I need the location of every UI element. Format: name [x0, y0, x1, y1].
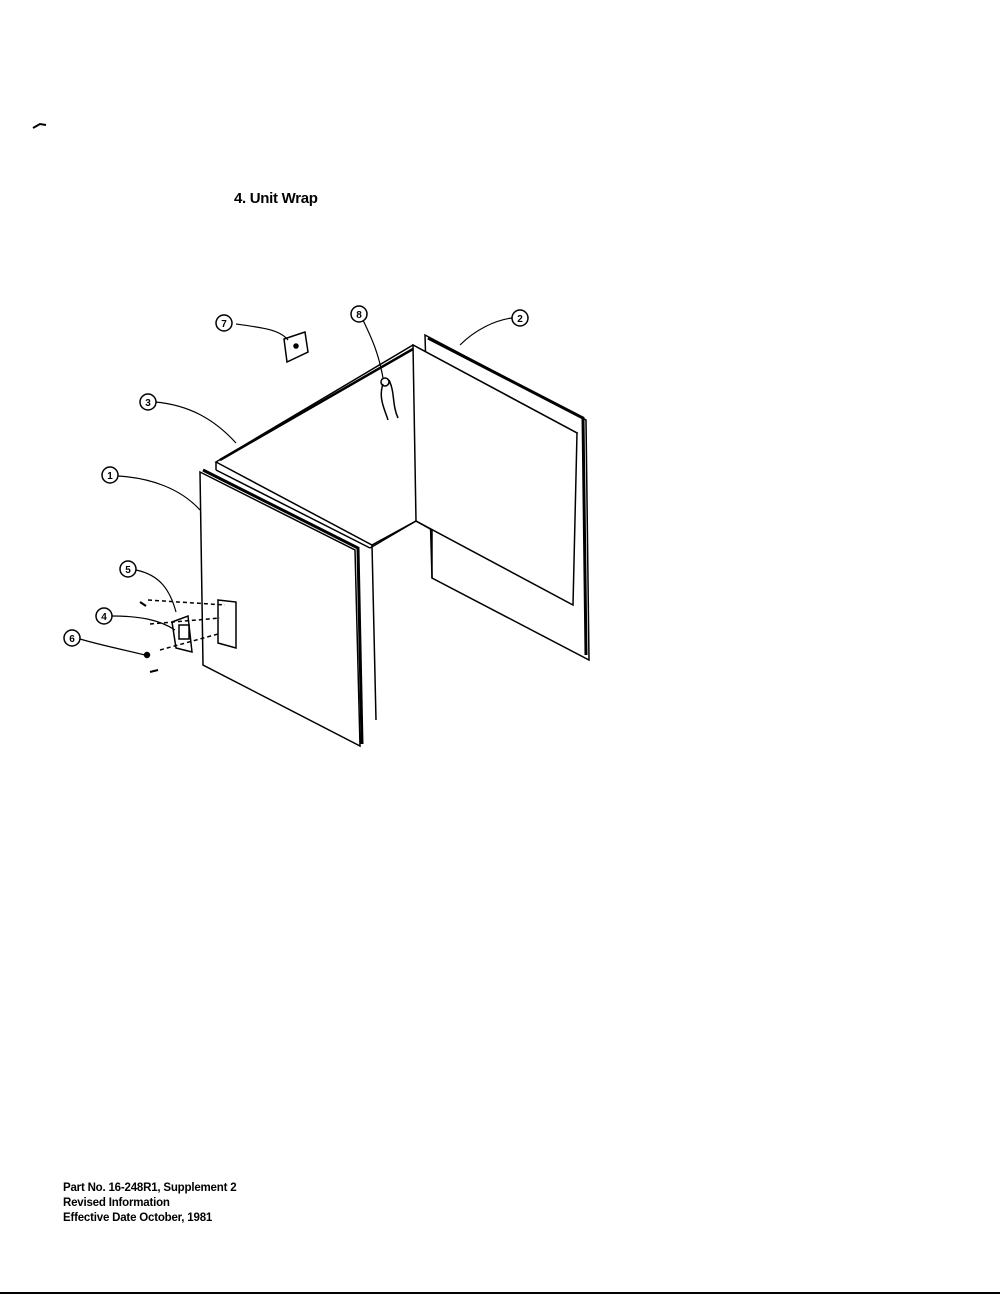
leader-3 — [154, 401, 237, 444]
part-7-plate — [283, 331, 309, 364]
svg-text:7: 7 — [221, 319, 227, 330]
footer-effective-date: Effective Date October, 1981 — [63, 1212, 213, 1224]
part-8-wire — [380, 377, 399, 421]
svg-text:4: 4 — [101, 612, 107, 623]
callout-6: 6 — [63, 629, 81, 647]
callout-8: 8 — [350, 305, 368, 323]
part-1-front-panel — [199, 468, 364, 748]
callout-4: 4 — [95, 607, 113, 625]
leader-7 — [235, 323, 289, 341]
part-4-5-6-hinge-bracket — [139, 599, 237, 673]
callout-2: 2 — [511, 309, 529, 327]
svg-text:6: 6 — [69, 634, 75, 645]
leader-8 — [361, 317, 384, 379]
callout-1: 1 — [101, 466, 119, 484]
svg-text:1: 1 — [107, 471, 113, 482]
leader-lines — [79, 317, 513, 656]
leader-4 — [111, 615, 176, 631]
leader-6 — [79, 638, 146, 656]
svg-text:5: 5 — [125, 565, 131, 576]
leader-5 — [135, 569, 177, 613]
callout-3: 3 — [139, 393, 157, 411]
svg-text:2: 2 — [517, 314, 523, 325]
footer-info: Part No. 16-248R1, Supplement 2 Revised … — [63, 1181, 237, 1226]
leader-2 — [459, 317, 513, 346]
svg-text:8: 8 — [356, 310, 362, 321]
svg-text:3: 3 — [145, 398, 151, 409]
callout-5: 5 — [119, 560, 137, 578]
footer-revision: Revised Information — [63, 1197, 170, 1209]
section-title: 4. Unit Wrap — [234, 190, 318, 207]
footer-part-number: Part No. 16-248R1, Supplement 2 — [63, 1182, 237, 1194]
leader-1 — [117, 475, 201, 511]
callout-7: 7 — [215, 314, 233, 332]
scan-mark — [32, 122, 47, 129]
